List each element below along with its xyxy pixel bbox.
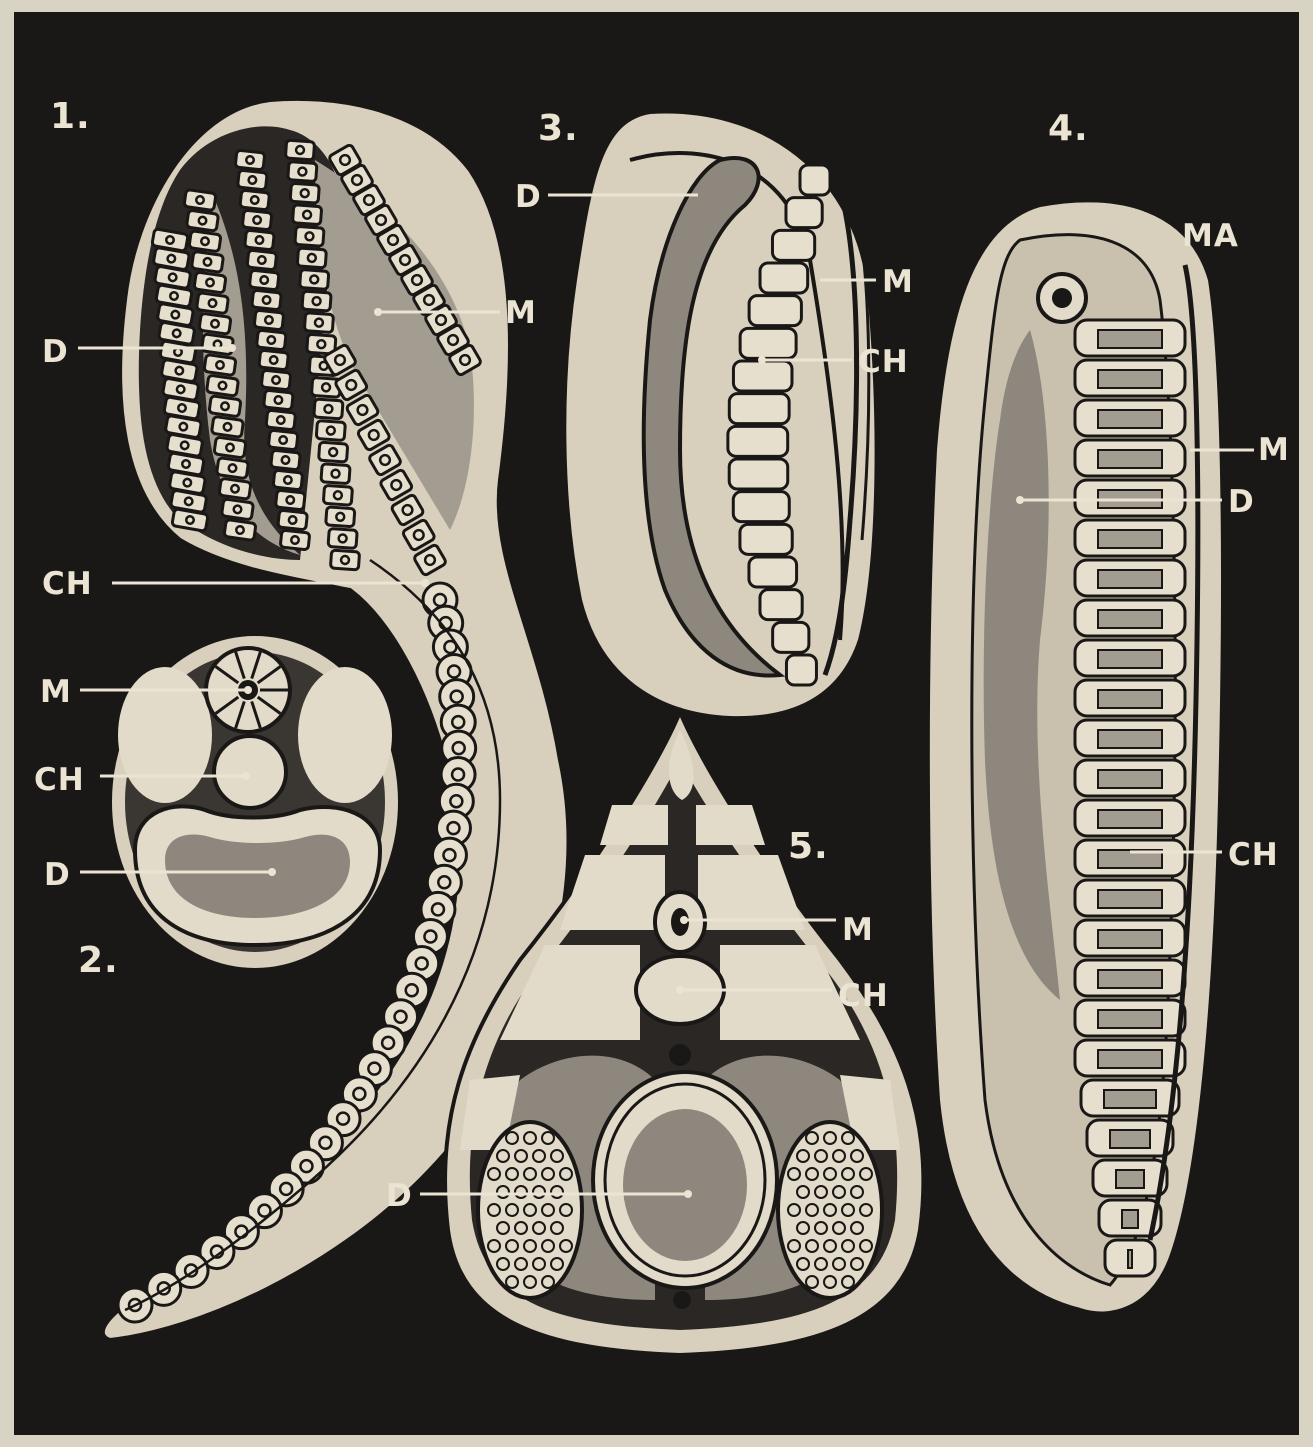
cell	[221, 499, 253, 520]
figure-2-number: 2.	[78, 940, 119, 981]
cell	[760, 590, 802, 620]
figure-3-number: 3.	[538, 108, 579, 149]
cell	[219, 478, 251, 499]
cell	[304, 313, 333, 333]
cell	[249, 270, 279, 290]
fig5-label-m: M	[842, 912, 874, 948]
cell	[216, 458, 248, 479]
cell	[211, 416, 243, 437]
cell	[297, 248, 326, 268]
cell	[321, 464, 350, 484]
fig3-label-ch: CH	[858, 344, 909, 380]
cell	[316, 421, 345, 441]
fig1-label-d: D	[42, 334, 69, 370]
cell	[264, 390, 294, 410]
fig2-label-m: M	[40, 674, 72, 710]
cell	[760, 263, 808, 293]
cell	[257, 330, 287, 350]
cell	[271, 450, 301, 470]
cell	[326, 507, 355, 527]
figure-1-number: 1.	[50, 96, 91, 137]
fig4-label-d: D	[1228, 484, 1255, 520]
cell	[268, 430, 298, 450]
figure-4-number: 4.	[1048, 108, 1089, 149]
cell	[749, 557, 797, 587]
figure-4-embryo	[928, 200, 1223, 1313]
cell	[199, 313, 231, 334]
cell	[238, 170, 268, 190]
cell	[275, 490, 305, 510]
cell	[786, 198, 822, 228]
cell	[740, 524, 792, 554]
cell	[214, 437, 246, 458]
fig5-label-ch: CH	[838, 978, 889, 1014]
cell	[259, 350, 289, 370]
cell	[254, 310, 284, 330]
cell	[300, 270, 329, 290]
cell	[240, 190, 270, 210]
cell	[733, 361, 792, 391]
cell	[242, 210, 272, 230]
cell	[194, 272, 226, 293]
cell	[206, 375, 238, 396]
cell	[273, 470, 303, 490]
cell	[186, 210, 218, 231]
cell	[266, 410, 296, 430]
cell	[323, 485, 352, 505]
cell	[302, 291, 331, 311]
cell	[201, 334, 233, 355]
fig5-label-d: D	[386, 1178, 413, 1214]
cell	[191, 251, 223, 272]
cell	[189, 231, 221, 252]
figure-3-embryo	[564, 111, 876, 718]
cell	[772, 230, 814, 260]
cell	[293, 205, 322, 225]
cell	[245, 230, 275, 250]
figure-5-number: 5.	[788, 826, 829, 867]
figure-2-cross-section	[110, 634, 400, 970]
cell	[204, 354, 236, 375]
cell	[729, 459, 788, 489]
cell	[733, 492, 789, 522]
cell	[295, 226, 324, 246]
fig2-label-ch: CH	[34, 762, 85, 798]
cell	[247, 250, 277, 270]
cell	[261, 370, 291, 390]
cell	[314, 399, 343, 419]
cell	[290, 183, 319, 203]
cell	[330, 550, 359, 570]
cell	[786, 655, 816, 685]
fig1-label-ch: CH	[42, 566, 93, 602]
cell	[800, 165, 830, 195]
fig3-label-m: M	[882, 264, 914, 300]
cell	[278, 510, 308, 530]
cell	[740, 328, 796, 358]
cell	[749, 296, 801, 326]
fig4-label-ma: MA	[1182, 218, 1239, 254]
cell	[252, 290, 282, 310]
cell	[729, 394, 789, 424]
cell	[184, 189, 216, 210]
cell	[224, 519, 256, 540]
fig1-label-m: M	[505, 295, 537, 331]
fig3-label-d: D	[515, 179, 542, 215]
fig2-label-d: D	[44, 857, 71, 893]
fig4-label-m: M	[1258, 432, 1290, 468]
cell	[280, 530, 310, 550]
cell	[196, 293, 228, 314]
cell	[285, 140, 314, 160]
cell	[319, 442, 348, 462]
cell	[235, 150, 265, 170]
cell	[209, 396, 241, 417]
cell	[288, 162, 317, 182]
fig4-label-ch: CH	[1228, 837, 1279, 873]
cell	[773, 622, 809, 652]
cell	[728, 426, 788, 456]
cell	[328, 528, 357, 548]
